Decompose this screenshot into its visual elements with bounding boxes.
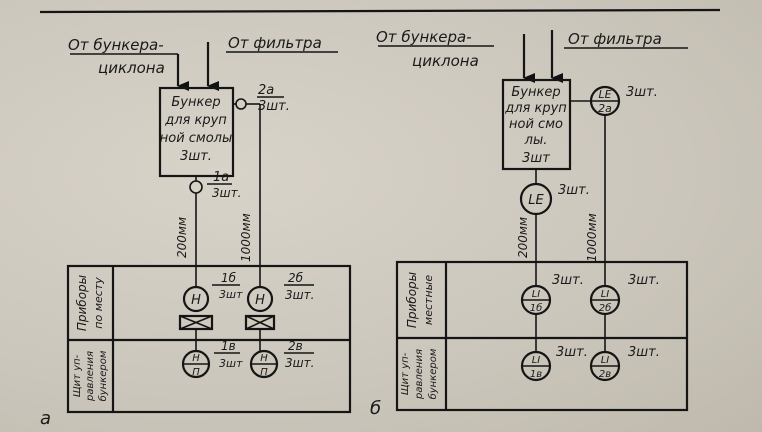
sensor-le2a-qty: 3шт.: [626, 85, 658, 100]
panel-1v-top: Н: [192, 353, 200, 364]
row-label-field-2: по месту: [92, 277, 105, 329]
panel-li-1v-bottom: 1в: [530, 369, 542, 380]
source-left-line-1: От бункера-: [68, 36, 164, 54]
bunker-line-1: Бункер: [171, 95, 220, 110]
bunker-line-1: Бункер: [511, 85, 560, 100]
field-instrument-1b-circle: [182, 285, 210, 313]
panel-b: От бункера- циклона От фильтра Бункер дл…: [370, 28, 689, 419]
field-li-1b-qty: 3шт.: [552, 273, 584, 288]
field-instrument-1b-letter: Н: [191, 293, 201, 308]
field-1b-qty: 3шт: [219, 288, 243, 301]
field-li-1b-bottom: 1б: [530, 302, 543, 314]
panel-a: От бункера- циклона От фильтра Бункер дл…: [40, 34, 352, 429]
pipe-right-label: 1000мм: [585, 213, 599, 262]
source-right-label: От фильтра: [228, 34, 322, 52]
field-li-2b-bottom: 2б: [599, 302, 612, 314]
sensor-1a-code: 1а: [213, 170, 229, 185]
sensor-1a-qty: 3шт.: [212, 186, 241, 200]
panel-li-2v-qty: 3шт.: [628, 345, 660, 360]
row-label-panel-1: Щит уп-: [400, 352, 411, 395]
instrument-table: [395, 260, 689, 412]
row-label-panel-3: бункером: [427, 348, 439, 399]
bunker-line-4: лы.: [524, 133, 548, 148]
panel-2v-qty: 3шт.: [285, 356, 314, 370]
sensor-le2a-bottom: 2а: [598, 102, 612, 115]
top-border-line: [39, 8, 721, 14]
sensor-1a-circle: [189, 180, 203, 194]
panel-1v-qty: 3шт: [219, 357, 243, 370]
source-left-line-2: циклона: [412, 52, 479, 70]
sensor-2a-code: 2а: [258, 83, 274, 98]
bunker-line-4: 3шт.: [180, 149, 212, 164]
panel-letter-b: б: [370, 398, 381, 419]
row-label-panel-2: равления: [85, 351, 96, 402]
row-label-panel-1: Щит уп-: [72, 354, 83, 397]
sensor-le2a-top: LE: [598, 88, 611, 101]
panel-2v-bottom: П: [260, 367, 268, 378]
field-1b-code: 1б: [221, 271, 237, 285]
bunker-line-3: ной смо: [509, 117, 563, 132]
panel-1v-code: 1в: [221, 339, 236, 353]
bunker-line-2: для круп: [164, 113, 227, 128]
panel-li-2v-bottom: 2в: [599, 369, 611, 380]
pipe-left-label: 200мм: [516, 217, 530, 258]
field-instrument-2b-circle: [246, 285, 274, 313]
panel-2v-code: 2в: [288, 339, 303, 353]
row-label-field-2: местные: [422, 275, 435, 325]
pipe-left-label: 200мм: [175, 217, 189, 258]
sensor-2a-qty: 3шт.: [258, 99, 290, 114]
field-2b-code: 2б: [288, 271, 304, 285]
field-li-2b-qty: 3шт.: [628, 273, 660, 288]
panel-2v-top: Н: [260, 353, 268, 364]
pipe-right-label: 1000мм: [239, 213, 253, 262]
panel-li-1v-top: LI: [532, 355, 541, 366]
bunker-line-3: ной смолы: [160, 131, 233, 146]
field-2b-qty: 3шт.: [285, 288, 314, 302]
sensor-2a-circle: [235, 98, 247, 110]
row-label-field-1: Приборы: [75, 275, 89, 331]
panel-li-2v-top: LI: [601, 355, 610, 366]
panel-li-1v-qty: 3шт.: [556, 345, 588, 360]
bunker-line-5: 3шт: [522, 151, 550, 166]
source-left-line-2: циклона: [98, 59, 165, 77]
panel-1v-bottom: П: [192, 367, 200, 378]
field-li-2b-top: LI: [601, 289, 610, 300]
panel-letter-a: а: [40, 408, 51, 429]
field-li-1b-top: LI: [532, 289, 541, 300]
row-label-panel-3: бункером: [97, 350, 109, 401]
sensor-le-qty: 3шт.: [558, 183, 590, 198]
field-instrument-1b-valve-cross: [179, 315, 213, 330]
row-label-panel-2: равления: [414, 349, 425, 400]
source-right-label: От фильтра: [568, 30, 662, 48]
field-instrument-2b-valve-cross: [245, 315, 275, 330]
sensor-le-label: LE: [528, 193, 544, 208]
source-left-line-1: От бункера-: [376, 28, 472, 46]
field-instrument-2b-letter: Н: [255, 293, 265, 308]
bunker-line-2: для круп: [504, 101, 567, 116]
row-label-field-1: Приборы: [405, 272, 419, 328]
